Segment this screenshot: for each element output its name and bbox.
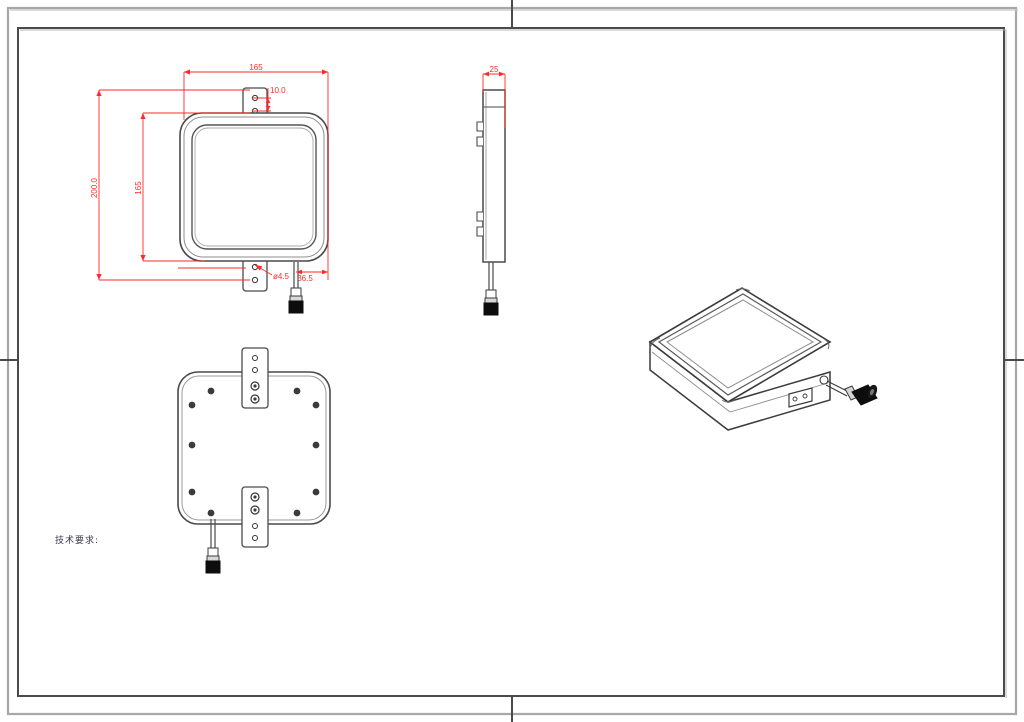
sheet-frame-outer (6, 6, 1018, 716)
dim-label-body-165: 165 (134, 181, 143, 195)
side-body (482, 89, 506, 263)
front-radome-inner-line (194, 127, 314, 247)
sheet-frame-inner (17, 27, 1007, 698)
rear-screw (293, 387, 301, 395)
dim-label-thickness-25: 25 (490, 65, 499, 74)
connector-tip (483, 302, 499, 316)
iso-cable-connector (819, 375, 878, 406)
dim-label-height-200: 200.0 (90, 177, 99, 198)
dim-label-width-165: 165 (249, 63, 263, 72)
rear-screw (207, 509, 215, 517)
side-view-dimensions (482, 71, 506, 128)
iso-corner-radii (649, 288, 830, 403)
rear-screw (188, 401, 196, 409)
bracket-hole (252, 523, 258, 529)
isometric-view (648, 287, 878, 431)
iso-mount-bracket (788, 387, 813, 408)
front-view: 165 10.0 200.0 165 ø4.5 36.5 (90, 63, 329, 314)
bracket-hole (252, 367, 258, 373)
rear-screw (188, 441, 196, 449)
rear-view (177, 347, 331, 574)
front-bottom-bracket (242, 256, 268, 292)
dim-label-bracket-10: 10.0 (270, 86, 286, 95)
bracket-hole (252, 355, 258, 361)
technical-requirements-label: 技术要求: (55, 536, 100, 546)
iso-cable-port (819, 375, 829, 385)
bracket-hole (792, 396, 798, 402)
connector-tip (205, 560, 221, 574)
bracket-hole (802, 393, 808, 399)
bracket-hole (252, 535, 258, 541)
dim-label-hole-dia: ø4.5 (273, 272, 290, 281)
rear-bottom-bracket (241, 486, 269, 548)
rear-fasteners (188, 387, 320, 517)
connector-tip (288, 300, 304, 314)
rear-screw (312, 441, 320, 449)
side-cable-connector (483, 262, 499, 316)
side-view: 25 (476, 65, 506, 316)
rear-top-bracket (241, 347, 269, 409)
rear-cable-connector (205, 519, 221, 574)
front-view-dimensions (96, 69, 329, 281)
side-bracket-tabs (476, 121, 483, 237)
front-cable-connector (288, 262, 304, 314)
rear-screw (312, 401, 320, 409)
rear-screw (312, 488, 320, 496)
rear-screw (293, 509, 301, 517)
rear-screw (188, 488, 196, 496)
dim-label-offset-365: 36.5 (297, 274, 313, 283)
iso-radome-face (666, 299, 815, 389)
rear-screw (207, 387, 215, 395)
bracket-hole (251, 276, 259, 284)
